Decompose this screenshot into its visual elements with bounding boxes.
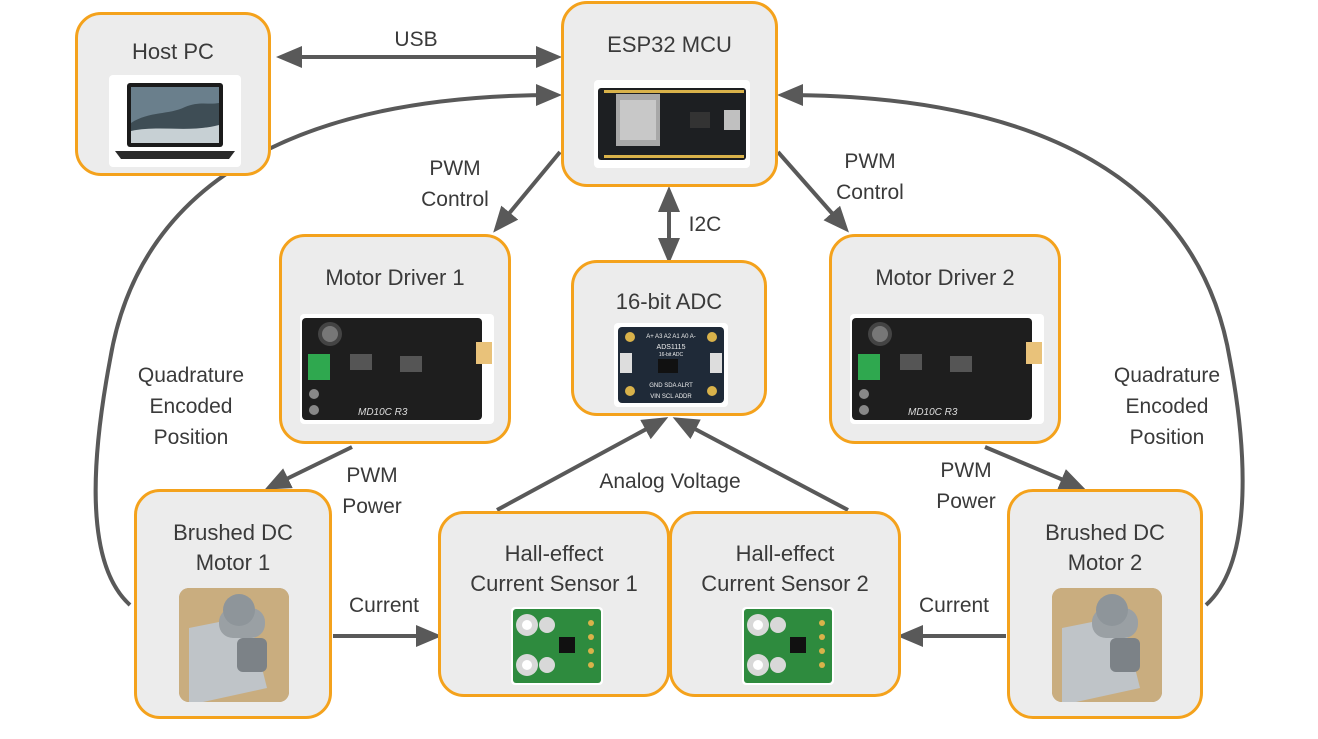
- md10c-label-1: MD10C R3: [358, 407, 408, 418]
- quadrature-right-arrow: [777, 84, 1245, 607]
- motor-driver-1-node: Motor Driver 1 MD10C R3: [279, 234, 511, 444]
- current-sensor-board-icon: [511, 607, 603, 685]
- pwm-control-right-arrow: [776, 150, 849, 233]
- host-pc-node: Host PC: [75, 12, 271, 176]
- current-left-label: Current: [348, 594, 420, 617]
- current-sensor-2-title: Hall-effect Current Sensor 2: [701, 541, 869, 596]
- usb-label: USB: [394, 28, 438, 51]
- adc-node: 16-bit ADC A+ A3 A2 A1 A0 A- ADS1115 16-…: [571, 260, 767, 416]
- pwm-power-left-label: PWM Power: [342, 464, 402, 518]
- current-right-label: Current: [918, 594, 990, 617]
- motor-driver-1-title: Motor Driver 1: [325, 265, 465, 290]
- motor-1-title: Brushed DC Motor 1: [173, 520, 293, 575]
- adc-title: 16-bit ADC: [615, 289, 723, 314]
- motor-driver-2-title: Motor Driver 2: [875, 265, 1015, 290]
- current-sensor-2-node: Hall-effect Current Sensor 2: [669, 511, 901, 697]
- motor-driver-board-icon: MD10C R3: [850, 314, 1044, 424]
- pwm-power-left-arrow: [264, 445, 353, 490]
- current-sensor-1-node: Hall-effect Current Sensor 1: [438, 511, 670, 697]
- dc-motor-photo-icon: [1052, 588, 1162, 702]
- laptop-icon: [109, 75, 241, 167]
- pwm-control-right-label: PWM Control: [836, 150, 904, 204]
- motor-driver-board-icon: MD10C R3: [300, 314, 494, 424]
- analog-voltage-left-arrow: [496, 417, 669, 512]
- motor-2-node: Brushed DC Motor 2: [1007, 489, 1203, 719]
- adc-board-icon: A+ A3 A2 A1 A0 A- ADS1115 16-bit ADC GND…: [614, 323, 728, 407]
- adc-bottom-pins-2: VIN SCL ADDR: [650, 394, 692, 400]
- dc-motor-photo-icon: [179, 588, 289, 702]
- esp32-board-icon: [594, 80, 750, 168]
- current-sensor-1-title: Hall-effect Current Sensor 1: [470, 541, 638, 596]
- adc-top-pins: A+ A3 A2 A1 A0 A-: [646, 334, 696, 340]
- analog-voltage-label: Analog Voltage: [599, 470, 741, 493]
- esp32-node: ESP32 MCU: [561, 1, 778, 187]
- pwm-control-left-label: PWM Control: [421, 157, 489, 211]
- quadrature-right-label: Quadrature Encoded Position: [1113, 364, 1221, 449]
- motor-2-title: Brushed DC Motor 2: [1045, 520, 1165, 575]
- pwm-power-right-arrow: [984, 445, 1086, 490]
- current-sensor-board-icon: [742, 607, 834, 685]
- i2c-label: I2C: [688, 213, 722, 236]
- pwm-power-right-label: PWM Power: [936, 459, 996, 513]
- motor-1-node: Brushed DC Motor 1: [134, 489, 332, 719]
- motor-driver-2-node: Motor Driver 2 MD10C R3: [829, 234, 1061, 444]
- md10c-label-2: MD10C R3: [908, 407, 958, 418]
- adc-bottom-pins: GND SDA ALRT: [649, 383, 693, 389]
- adc-sub-label: 16-bit ADC: [659, 352, 684, 358]
- host-pc-title: Host PC: [132, 39, 214, 64]
- pwm-control-left-arrow: [493, 150, 562, 233]
- adc-chip-label: ADS1115: [657, 344, 686, 351]
- quadrature-left-arrow: [93, 84, 562, 607]
- quadrature-left-label: Quadrature Encoded Position: [137, 364, 245, 449]
- esp32-title: ESP32 MCU: [607, 32, 732, 57]
- analog-voltage-right-arrow: [672, 417, 849, 512]
